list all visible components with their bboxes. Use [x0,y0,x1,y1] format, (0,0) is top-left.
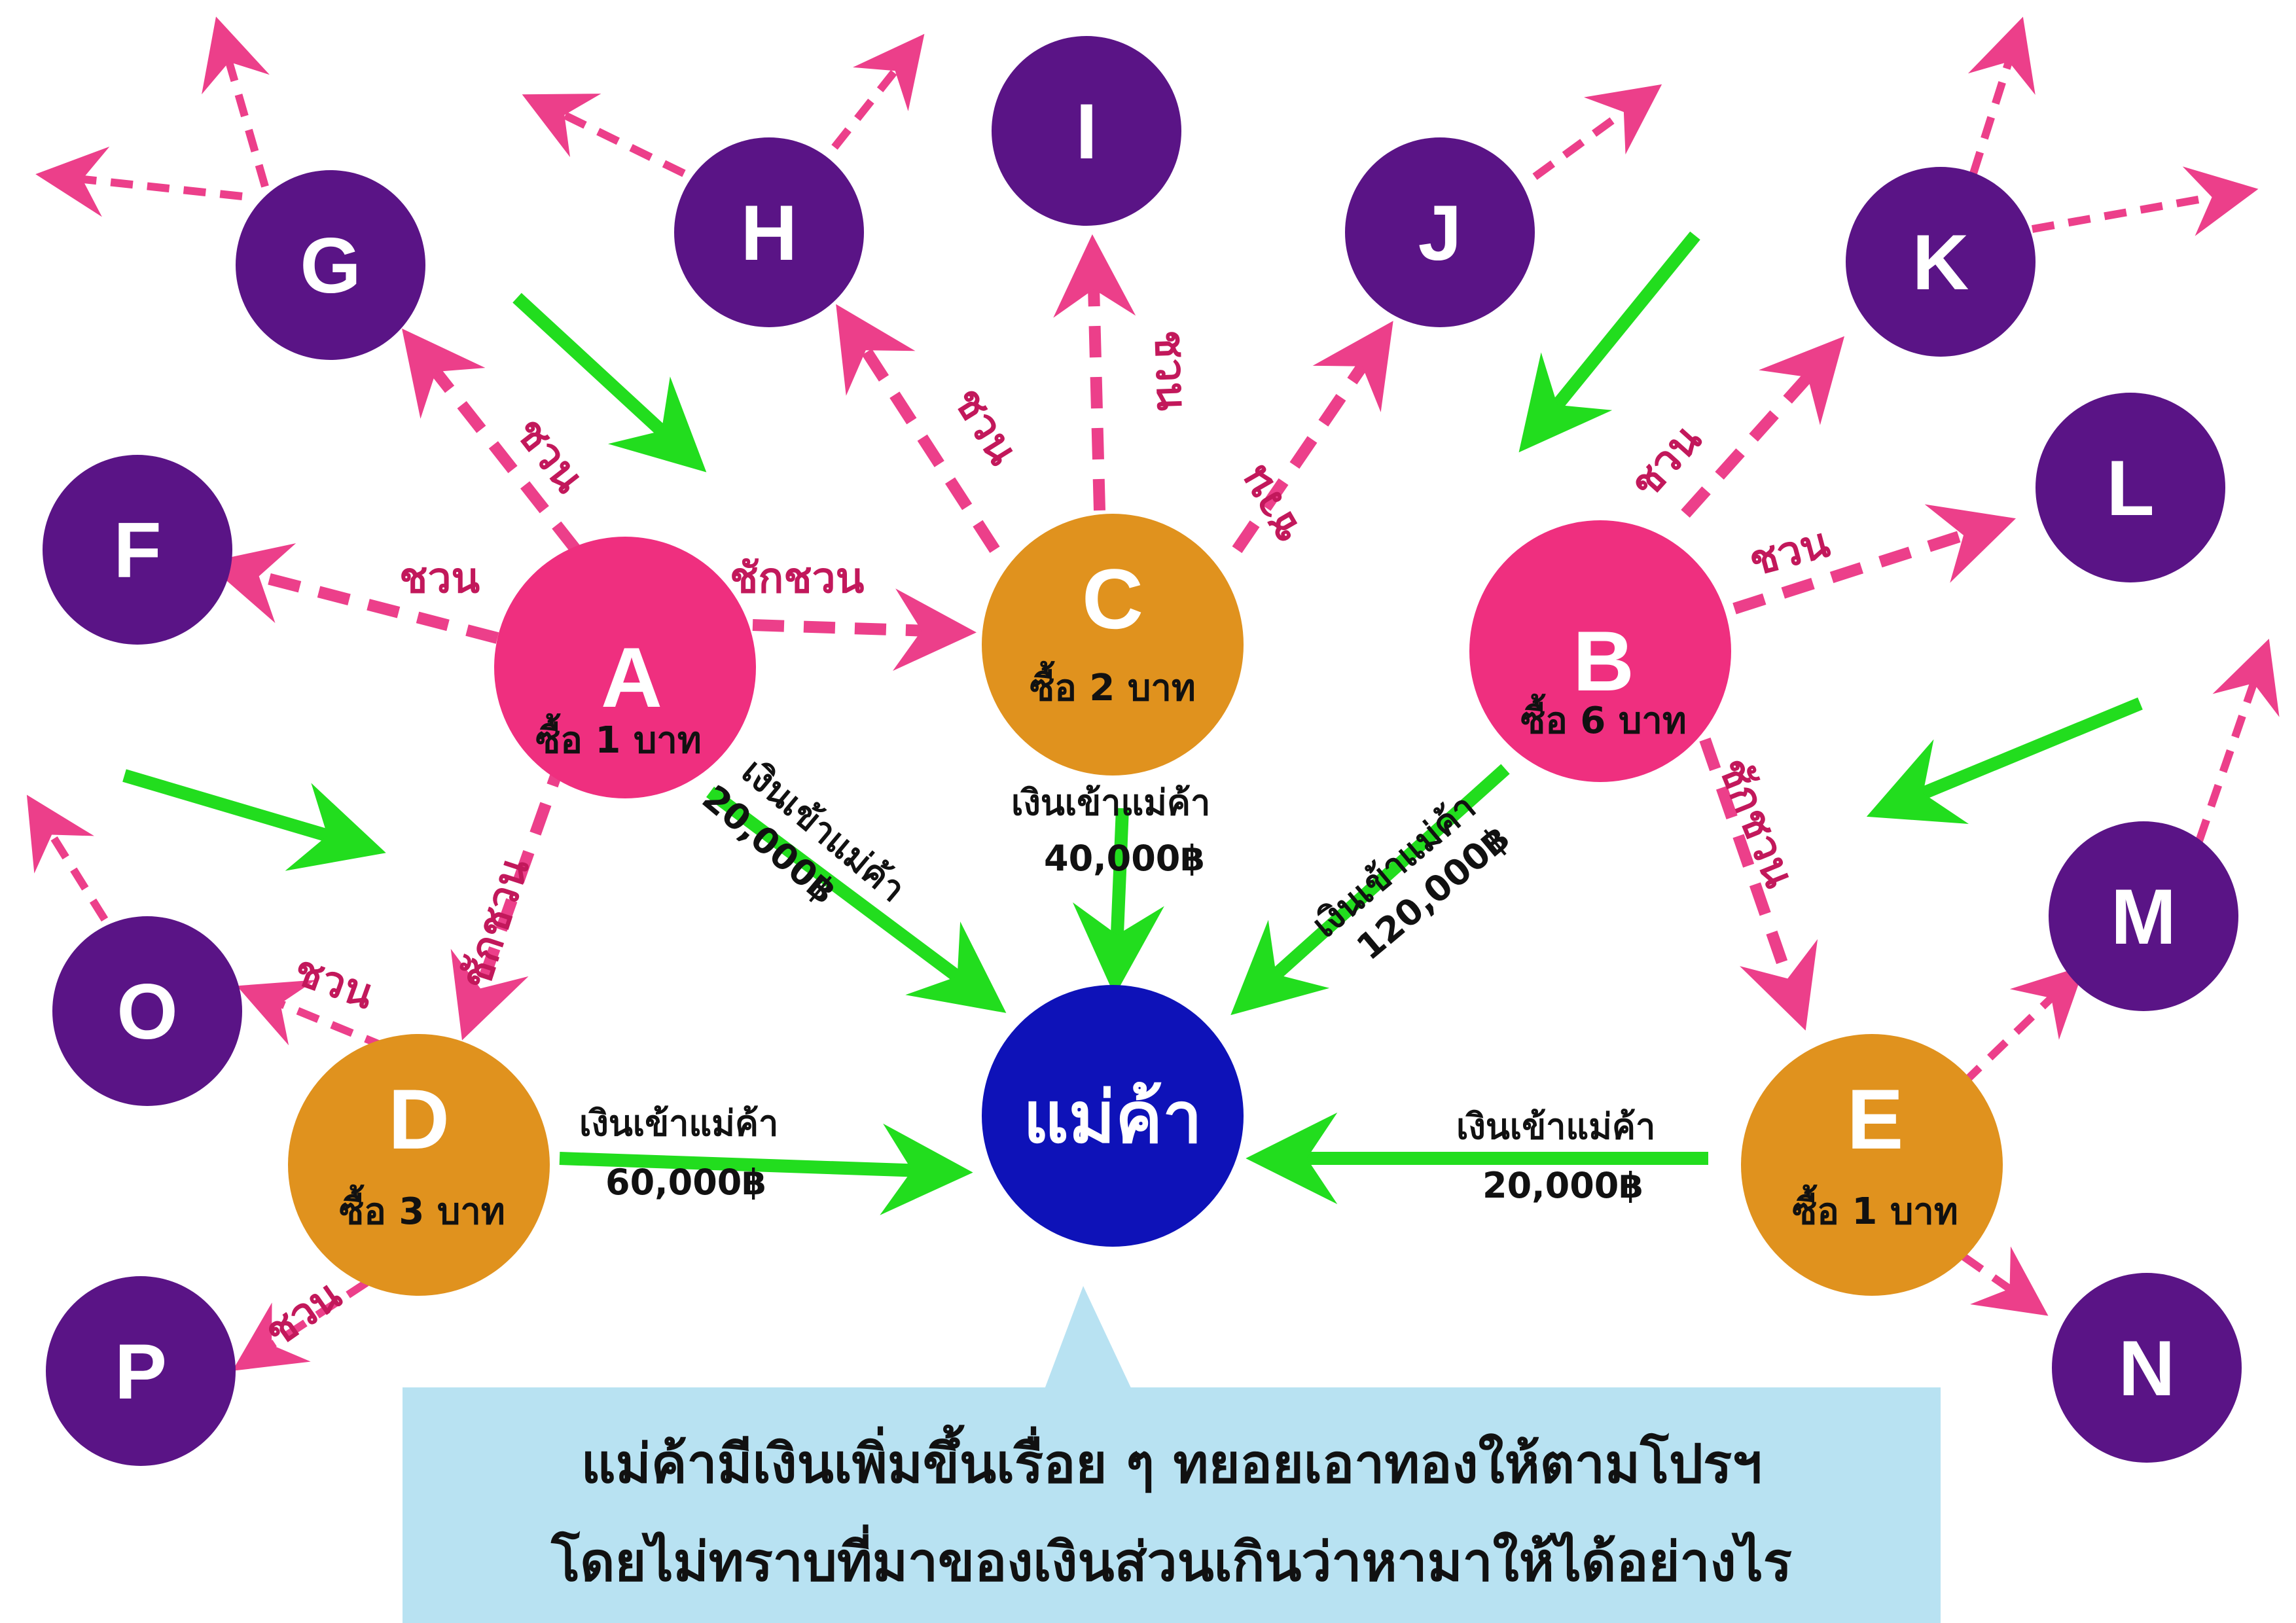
node-a-purchase: ซื้อ 1 บาท [535,713,702,762]
node-b-letter: B [1573,613,1634,709]
node-d-purchase: ซื้อ 3 บาท [339,1185,505,1233]
node-b-purchase: ซื้อ 6 บาท [1520,694,1687,742]
arrow-d-to-p [232,1279,369,1371]
arrow-e-to-m [1960,965,2085,1086]
label-a-d: ชักชวน [452,852,539,995]
node-c-purchase: ซื้อ 2 บาท [1030,661,1196,709]
arrow-b-to-e [1699,738,1818,1031]
node-k-letter: K [1912,219,1969,306]
node-f: F [43,455,232,645]
vendor-node: แม่ค้า [982,985,1244,1247]
node-c: C ซื้อ 2 บาท [982,514,1244,776]
node-g-letter: G [300,222,361,310]
money-caption-d: เงินเข้าแม่ค้า [579,1103,778,1144]
node-h-letter: H [741,189,798,277]
arrow-d-to-o [236,980,388,1051]
callout-line-1: แม่ค้ามีเงินเพิ่มขึ้นเรื่อย ๆ ทยอยเอาทอง… [581,1424,1762,1495]
money-arrow-a [706,786,1007,1013]
node-e: E ซื้อ 1 บาท [1741,1034,2003,1296]
money-arrows [122,231,2143,1215]
money-amount-e: 20,000฿ [1482,1165,1643,1206]
node-g: G [236,170,425,360]
node-b: B ซื้อ 6 บาท [1469,520,1731,782]
node-e-purchase: ซื้อ 1 บาท [1792,1185,1958,1233]
node-f-letter: F [113,507,161,594]
arrow-g-out-1 [35,146,243,217]
arrow-k-out-2 [2031,166,2259,236]
arrow-c-to-h [836,304,1000,553]
arrow-a-to-d [450,753,569,1041]
arrow-j-out [1532,84,1662,180]
node-o: O [52,916,242,1106]
money-label-b: เงินเข้าแม่ค้า 120,000฿ [1304,786,1518,968]
money-label-d: เงินเข้าแม่ค้า 60,000฿ [579,1103,778,1203]
node-l: L [2036,393,2225,582]
arrow-b-to-k [1681,336,1845,518]
label-d-o: ชวน [288,946,380,1019]
node-m: M [2049,821,2238,1011]
arrow-h-out-2 [831,33,925,150]
vendor-label: แม่ค้า [1023,1077,1202,1159]
arrow-m-out [2195,638,2280,842]
node-m-letter: M [2111,873,2176,961]
arrow-g-out-2 [202,16,270,188]
arrow-a-to-g [402,328,581,554]
flow-arrow-to-e [1866,697,2143,825]
callout-line-2: โดยไม่ทราบที่มาของเงินส่วนเกินว่าหามาให้… [550,1524,1792,1594]
label-c-i: ชวน [1145,329,1196,412]
money-label-e: เงินเข้าแม่ค้า 20,000฿ [1456,1106,1655,1206]
node-i: I [992,36,1181,226]
money-amount-c: 40,000฿ [1044,838,1205,879]
label-c-h: ชวน [943,379,1027,473]
arrow-a-to-c [752,588,977,671]
node-a-letter: A [601,630,662,725]
arrow-e-to-n [1961,1246,2049,1316]
buyer-nodes: A ซื้อ 1 บาท C ซื้อ 2 บาท B ซื้อ 6 บาท D… [288,514,2003,1296]
node-j-letter: J [1418,189,1462,277]
node-e-letter: E [1847,1071,1904,1167]
node-c-letter: C [1082,551,1143,647]
callout: แม่ค้ามีเงินเพิ่มขึ้นเรื่อย ๆ ทยอยเอาทอง… [403,1286,1941,1623]
flow-arrow-to-b [1518,231,1700,453]
invite-arrows [206,234,2016,1041]
money-label-c: เงินเข้าแม่ค้า 40,000฿ [1011,782,1210,879]
node-p-letter: P [115,1328,167,1416]
node-n-letter: N [2119,1325,2176,1412]
arrow-o-out [26,794,109,922]
node-o-letter: O [117,968,177,1056]
arrow-c-to-j [1232,321,1393,554]
money-arrow-b [1230,764,1510,1016]
node-n: N [2052,1273,2242,1463]
money-amount-d: 60,000฿ [605,1162,766,1203]
arrow-k-out-1 [1967,16,2036,175]
money-arrow-d [559,1123,973,1215]
arrow-b-to-l [1732,504,2016,615]
label-a-g: ชวน [505,408,593,502]
money-caption-e: เงินเข้าแม่ค้า [1456,1106,1655,1147]
arrow-a-to-f [206,543,499,644]
spread-arrows [26,16,2280,1371]
node-h: H [674,137,864,327]
node-k: K [1846,167,2036,357]
flow-arrow-to-d [122,769,386,871]
node-i-letter: I [1075,88,1097,175]
node-l-letter: L [2106,444,2154,532]
node-p: P [46,1276,236,1466]
node-a: A ซื้อ 1 บาท [494,537,756,798]
flow-arrow-g-to-a [512,293,707,473]
recruit-nodes: F G H I J K L M [43,36,2242,1466]
arrow-c-to-i [1053,234,1136,511]
label-a-f: ชวน [399,554,480,603]
money-caption-c: เงินเข้าแม่ค้า [1011,782,1210,823]
label-b-l: ชวน [1744,518,1835,586]
label-b-e: ชักชวน [1708,751,1804,894]
money-arrow-c [1072,808,1164,996]
node-d: D ซื้อ 3 บาท [288,1034,550,1296]
label-a-c: ชักชวน [730,554,865,603]
node-d-letter: D [388,1071,450,1167]
node-j: J [1345,137,1535,327]
arrow-h-out-1 [522,94,686,177]
